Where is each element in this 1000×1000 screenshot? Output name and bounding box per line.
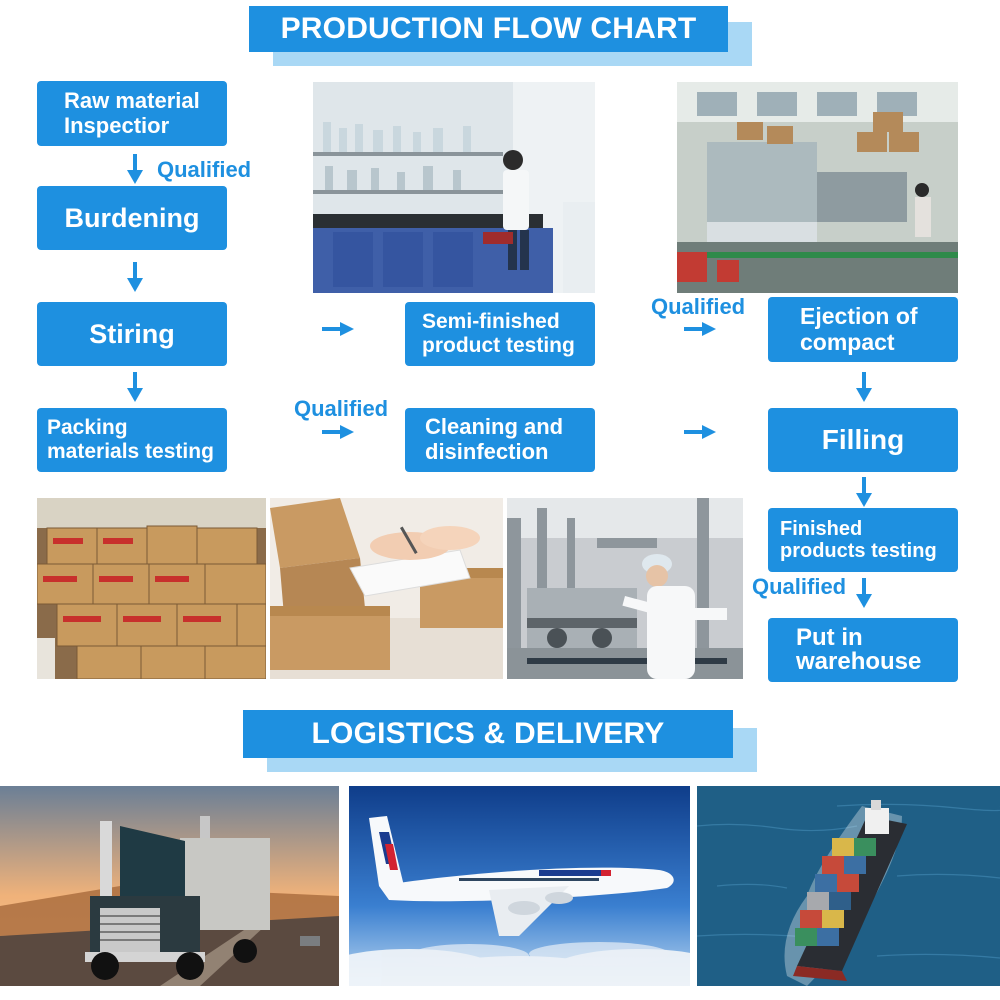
qualified-label-1: Qualified <box>157 157 252 182</box>
factory-floor-photo <box>677 82 958 293</box>
assembly-line-worker-photo <box>507 498 743 679</box>
arrow-down-icon <box>856 578 872 608</box>
truck-photo <box>0 786 339 986</box>
flow-chart-banner: PRODUCTION FLOW CHART <box>249 6 752 66</box>
logistics-title: LOGISTICS & DELIVERY <box>243 710 733 758</box>
arrow-down-icon <box>127 154 143 184</box>
arrow-right-icon <box>322 322 354 336</box>
arrow-down-icon <box>127 262 143 292</box>
step-burdening: Burdening <box>37 186 227 250</box>
warehouse-boxes-photo <box>37 498 266 679</box>
step-ejection-of-compact: Ejection of compact <box>768 297 958 362</box>
step-stiring: Stiring <box>37 302 227 366</box>
arrow-right-icon <box>684 425 716 439</box>
arrow-down-icon <box>856 477 872 507</box>
arrow-down-icon <box>856 372 872 402</box>
step-put-in-warehouse: Put in warehouse <box>768 618 958 682</box>
step-semi-finished-product-testing: Semi-finished product testing <box>405 302 595 366</box>
packaging-photo <box>270 498 503 679</box>
qualified-label-2: Qualified <box>294 396 389 421</box>
cargo-ship-photo <box>697 786 1000 986</box>
qualified-label-3: Qualified <box>651 294 746 319</box>
airplane-photo <box>349 786 690 986</box>
logistics-banner: LOGISTICS & DELIVERY <box>243 710 757 772</box>
step-cleaning-disinfection: Cleaning and disinfection <box>405 408 595 472</box>
step-raw-material-inspection: Raw material Inspectior <box>37 81 227 146</box>
flow-chart-title: PRODUCTION FLOW CHART <box>249 6 728 52</box>
laboratory-photo <box>313 82 595 293</box>
qualified-label-4: Qualified <box>752 574 847 599</box>
step-packing-materials-testing: Packing materials testing <box>37 408 227 472</box>
step-finished-products-testing: Finished products testing <box>768 508 958 572</box>
arrow-right-icon <box>322 425 354 439</box>
step-filling: Filling <box>768 408 958 472</box>
arrow-down-icon <box>127 372 143 402</box>
arrow-right-icon <box>684 322 716 336</box>
